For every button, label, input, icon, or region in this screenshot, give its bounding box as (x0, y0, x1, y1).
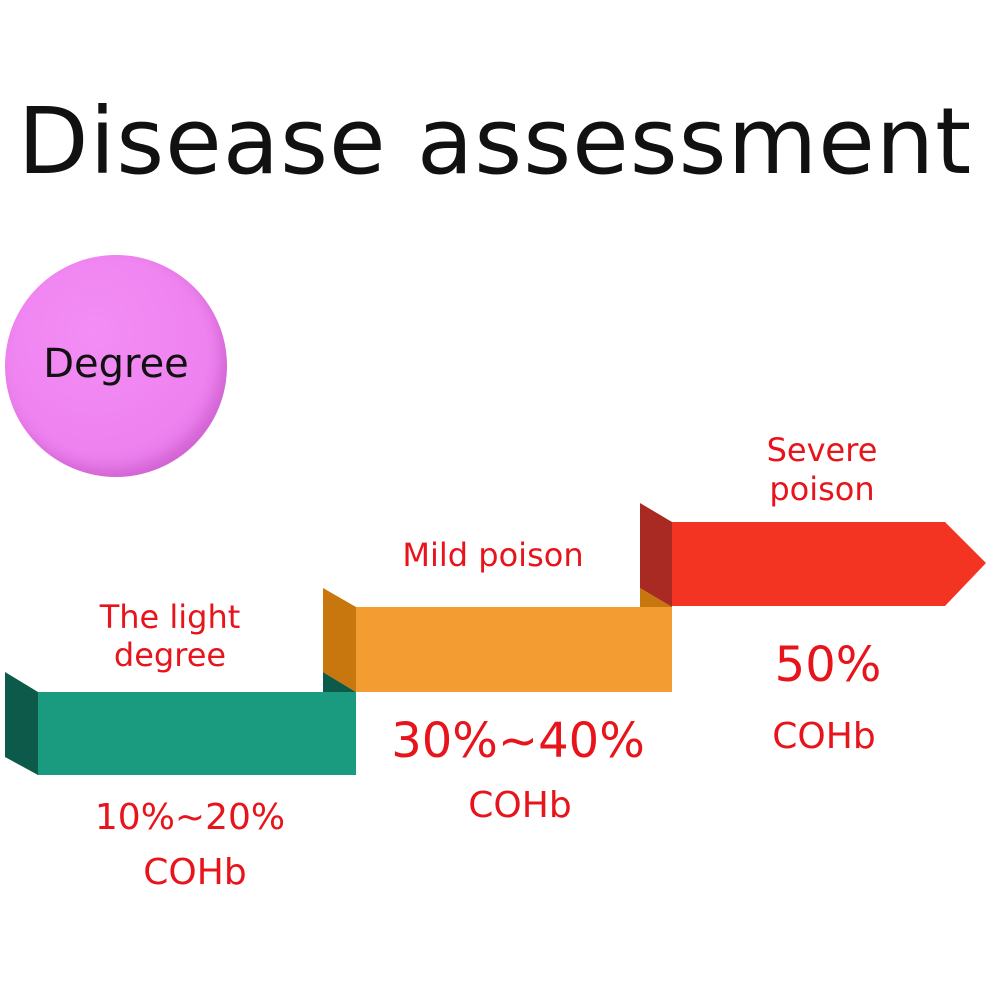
step-severe-title-line2: poison (769, 470, 875, 508)
degree-badge-label: Degree (43, 341, 189, 387)
step-mild-title: Mild poison (402, 536, 584, 574)
step-light-title-line2: degree (113, 636, 227, 674)
step-mild-unit: COHb (468, 785, 572, 826)
step-mild-fold (323, 588, 356, 692)
step-light-band (38, 692, 356, 775)
step-light-unit: COHb (143, 852, 247, 893)
page-title: Disease assessment (17, 88, 973, 195)
step-light-fold (5, 672, 38, 775)
step-light-title-line1: The light (99, 598, 241, 636)
step-severe-fold (640, 503, 672, 607)
step-mild-band (356, 607, 672, 692)
step-mild-range: 30%~40% (391, 713, 645, 769)
step-severe-title-line1: Severe (766, 431, 878, 469)
step-light-range: 10%~20% (94, 797, 286, 838)
step-severe-range: 50% (774, 637, 882, 693)
step-severe-arrow (672, 522, 986, 606)
degree-badge (5, 255, 227, 477)
step-severe-unit: COHb (772, 716, 876, 757)
